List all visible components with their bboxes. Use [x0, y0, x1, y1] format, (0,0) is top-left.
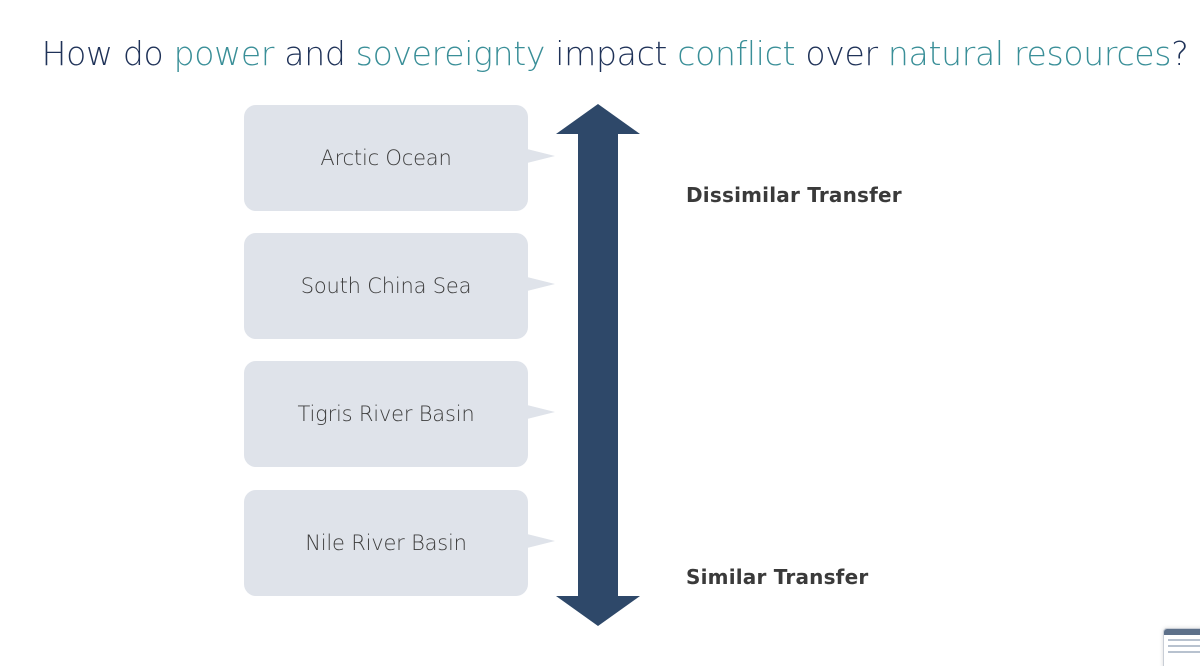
- case-label: Arctic Ocean: [320, 146, 452, 170]
- bubble-pointer: [527, 277, 555, 291]
- thumbnail-line: [1168, 645, 1200, 647]
- case-label: Nile River Basin: [305, 531, 467, 555]
- case-label: South China Sea: [300, 274, 472, 298]
- title-highlight-sovereignty: sovereignty: [355, 34, 546, 73]
- title-highlight-conflict: conflict: [677, 34, 796, 73]
- thumbnail-header: [1164, 629, 1200, 635]
- title-part: impact: [545, 34, 678, 73]
- slide-title: How do power and sovereignty impact conf…: [0, 34, 1200, 73]
- slide-thumbnail-icon[interactable]: [1163, 628, 1200, 666]
- case-bubble-tigris-river-basin: Tigris River Basin: [244, 361, 555, 467]
- similar-transfer-label: Similar Transfer: [686, 565, 869, 589]
- double-headed-arrow-icon: [556, 104, 640, 626]
- title-part: How do: [41, 34, 174, 73]
- bubble-pointer: [527, 405, 555, 419]
- title-part: and: [274, 34, 356, 73]
- case-bubble-south-china-sea: South China Sea: [244, 233, 555, 339]
- thumbnail-line: [1168, 651, 1200, 653]
- title-part: over: [795, 34, 888, 73]
- title-highlight-power: power: [173, 34, 275, 73]
- title-part: ?: [1171, 34, 1189, 73]
- bubble-pointer: [527, 149, 555, 163]
- case-bubble-arctic-ocean: Arctic Ocean: [244, 105, 555, 211]
- bubble-pointer: [527, 534, 555, 548]
- dissimilar-transfer-label: Dissimilar Transfer: [686, 183, 902, 207]
- title-highlight-natural-resources: natural resources: [887, 34, 1172, 73]
- case-bubble-nile-river-basin: Nile River Basin: [244, 490, 555, 596]
- thumbnail-line: [1168, 639, 1200, 641]
- case-label: Tigris River Basin: [297, 402, 475, 426]
